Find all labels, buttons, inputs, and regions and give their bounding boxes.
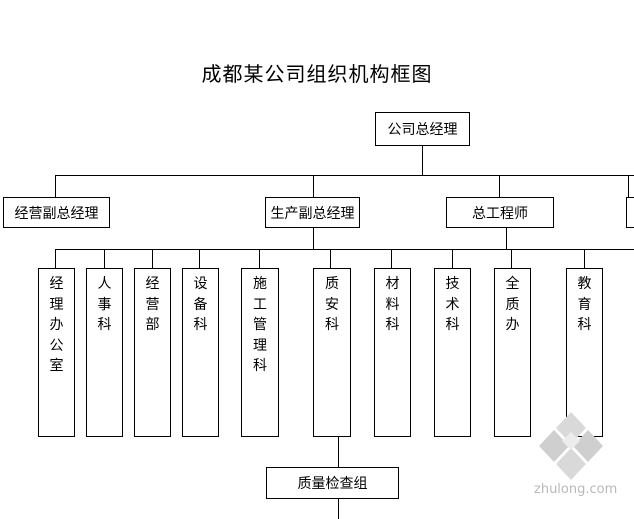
dept-label: 施工管理科 [253, 276, 267, 374]
dept-equipment: 设备科 [182, 268, 219, 437]
watermark-text: zhulong.com [534, 482, 618, 497]
connector-dept-vertical [330, 249, 331, 269]
dept-quality-office: 全质办 [494, 268, 531, 437]
node-label: 公司总经理 [387, 122, 458, 138]
dept-label: 质安科 [325, 276, 339, 333]
dept-label: 经营部 [145, 276, 160, 333]
dept-label: 教育科 [577, 276, 592, 333]
connector-deputy4-vertical [628, 175, 629, 197]
connector-quality-below [338, 498, 339, 519]
node-label: 经营副总经理 [14, 205, 99, 222]
connector-level1-horizontal [55, 175, 634, 176]
connector-deputy3-down [506, 227, 507, 249]
dept-label: 全质办 [505, 276, 520, 333]
connector-quality-down [338, 436, 339, 468]
dept-personnel: 人事科 [86, 268, 123, 437]
connector-dept-vertical [259, 249, 260, 269]
node-label: 生产副总经理 [270, 205, 355, 222]
node-label: 质量检查组 [297, 476, 368, 492]
dept-label: 材料科 [385, 276, 400, 333]
node-label: 总工程师 [472, 205, 528, 222]
connector-deputy2-vertical [313, 175, 314, 197]
node-quality-inspection-group: 质量检查组 [266, 467, 399, 499]
node-partial-offscreen [626, 197, 634, 228]
dept-label: 人事科 [97, 276, 112, 333]
dept-business: 经营部 [134, 268, 171, 437]
dept-technical: 技术科 [434, 268, 471, 437]
connector-dept-vertical [55, 249, 56, 269]
dept-construction-mgmt: 施工管理科 [241, 268, 279, 437]
node-chief-engineer: 总工程师 [446, 197, 554, 228]
connector-dept-vertical [391, 249, 392, 269]
connector-dept-vertical [152, 249, 153, 269]
dept-label: 经理办公室 [49, 276, 64, 374]
connector-deputy3-vertical [499, 175, 500, 197]
connector-dept-vertical [584, 249, 585, 269]
dept-materials: 材料科 [374, 268, 411, 437]
dept-education: 教育科 [566, 268, 603, 437]
node-business-deputy: 经营副总经理 [3, 197, 110, 228]
chart-title: 成都某公司组织机构框图 [201, 62, 433, 86]
connector-dept-vertical [104, 249, 105, 269]
connector-deputy2-down [313, 227, 314, 249]
connector-deputy1-vertical [55, 175, 56, 197]
node-production-deputy: 生产副总经理 [265, 197, 360, 228]
dept-manager-office: 经理办公室 [38, 268, 75, 437]
connector-dept-vertical [452, 249, 453, 269]
connector-top-vertical [422, 145, 423, 175]
connector-dept-vertical [511, 249, 512, 269]
dept-label: 设备科 [193, 276, 208, 333]
watermark-logo-icon [539, 412, 603, 480]
node-general-manager: 公司总经理 [375, 112, 470, 146]
connector-dept-vertical [199, 249, 200, 269]
dept-label: 技术科 [445, 276, 460, 333]
connector-level2-horizontal [55, 249, 634, 250]
dept-quality-safety: 质安科 [313, 268, 351, 437]
